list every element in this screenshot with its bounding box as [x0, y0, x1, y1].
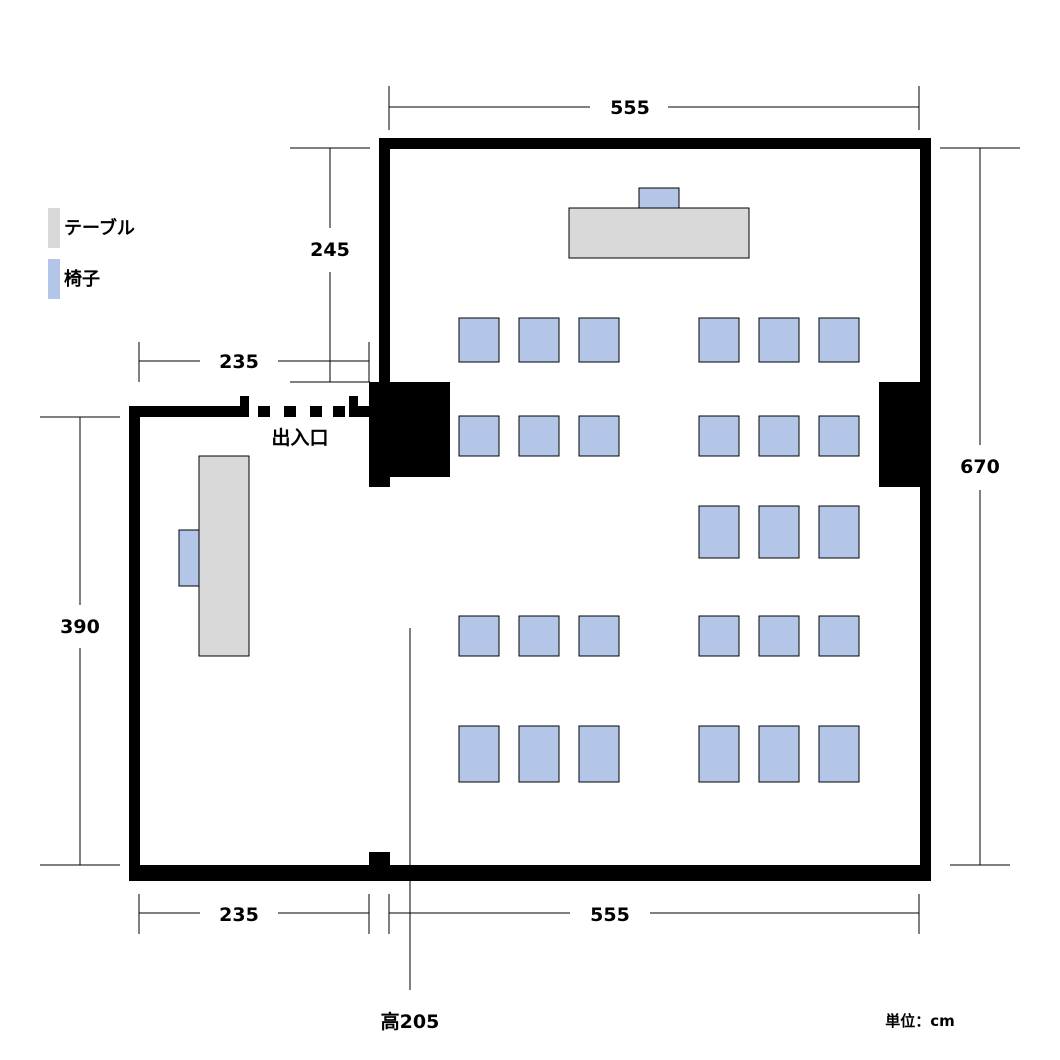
chair [578, 615, 620, 657]
chair-front [638, 187, 680, 209]
legend-table-label: テーブル [64, 217, 135, 239]
chair [758, 505, 800, 559]
chairs [178, 187, 860, 783]
wall-top [379, 138, 931, 149]
wall-bottom-stub [369, 852, 390, 867]
entrance-label: 出入口 [271, 426, 328, 449]
chair-side [178, 529, 200, 587]
chair [518, 317, 560, 363]
dim-bottom-left-width: 235 [219, 904, 259, 926]
dim-entry-offset: 245 [310, 239, 350, 261]
chair [698, 725, 740, 783]
chair [458, 415, 500, 457]
legend-chair-label: 椅子 [64, 268, 100, 290]
table-front [568, 207, 750, 259]
entrance-dash [284, 406, 296, 417]
dim-top-width: 555 [610, 97, 650, 119]
entrance-dash [333, 406, 345, 417]
chair [698, 415, 740, 457]
dim-bottom-right-width: 555 [590, 904, 630, 926]
dimension-labels: 555 670 245 235 390 235 555 高205 単位：cm 出… [60, 97, 1000, 1033]
chair [578, 415, 620, 457]
chair [698, 615, 740, 657]
chair [818, 615, 860, 657]
chair [518, 415, 560, 457]
pillar-left-foot [369, 470, 390, 487]
ceiling-height-label: 高205 [381, 1010, 440, 1033]
unit-label: 単位：cm [885, 1012, 955, 1030]
table-side [198, 455, 250, 657]
dimension-lines [40, 86, 1020, 990]
chair [818, 317, 860, 363]
chair [578, 725, 620, 783]
chair [818, 725, 860, 783]
dim-right-height: 670 [960, 456, 1000, 478]
legend: テーブル 椅子 [48, 208, 135, 299]
chair [698, 505, 740, 559]
chair [818, 505, 860, 559]
dim-left-height: 390 [60, 616, 100, 638]
chair [758, 415, 800, 457]
chair [698, 317, 740, 363]
chair [758, 615, 800, 657]
tables [198, 207, 750, 657]
pillar-right [879, 382, 920, 487]
walls [129, 138, 931, 881]
chair [458, 317, 500, 363]
wall-lower-top [129, 406, 249, 417]
wall-stub-left [240, 396, 249, 417]
wall-upper-left [379, 138, 390, 385]
legend-chair-swatch [48, 259, 60, 299]
chair [458, 615, 500, 657]
chair [518, 615, 560, 657]
chair [818, 415, 860, 457]
wall-right [920, 138, 931, 881]
pillar-left [369, 382, 450, 477]
wall-bottom [129, 865, 931, 881]
chair [758, 725, 800, 783]
entrance-dash [258, 406, 270, 417]
chair [518, 725, 560, 783]
chair [578, 317, 620, 363]
chair [758, 317, 800, 363]
dim-upper-left-width: 235 [219, 351, 259, 373]
chair [458, 725, 500, 783]
entrance-dash [310, 406, 322, 417]
wall-left [129, 406, 140, 881]
legend-table-swatch [48, 208, 60, 248]
